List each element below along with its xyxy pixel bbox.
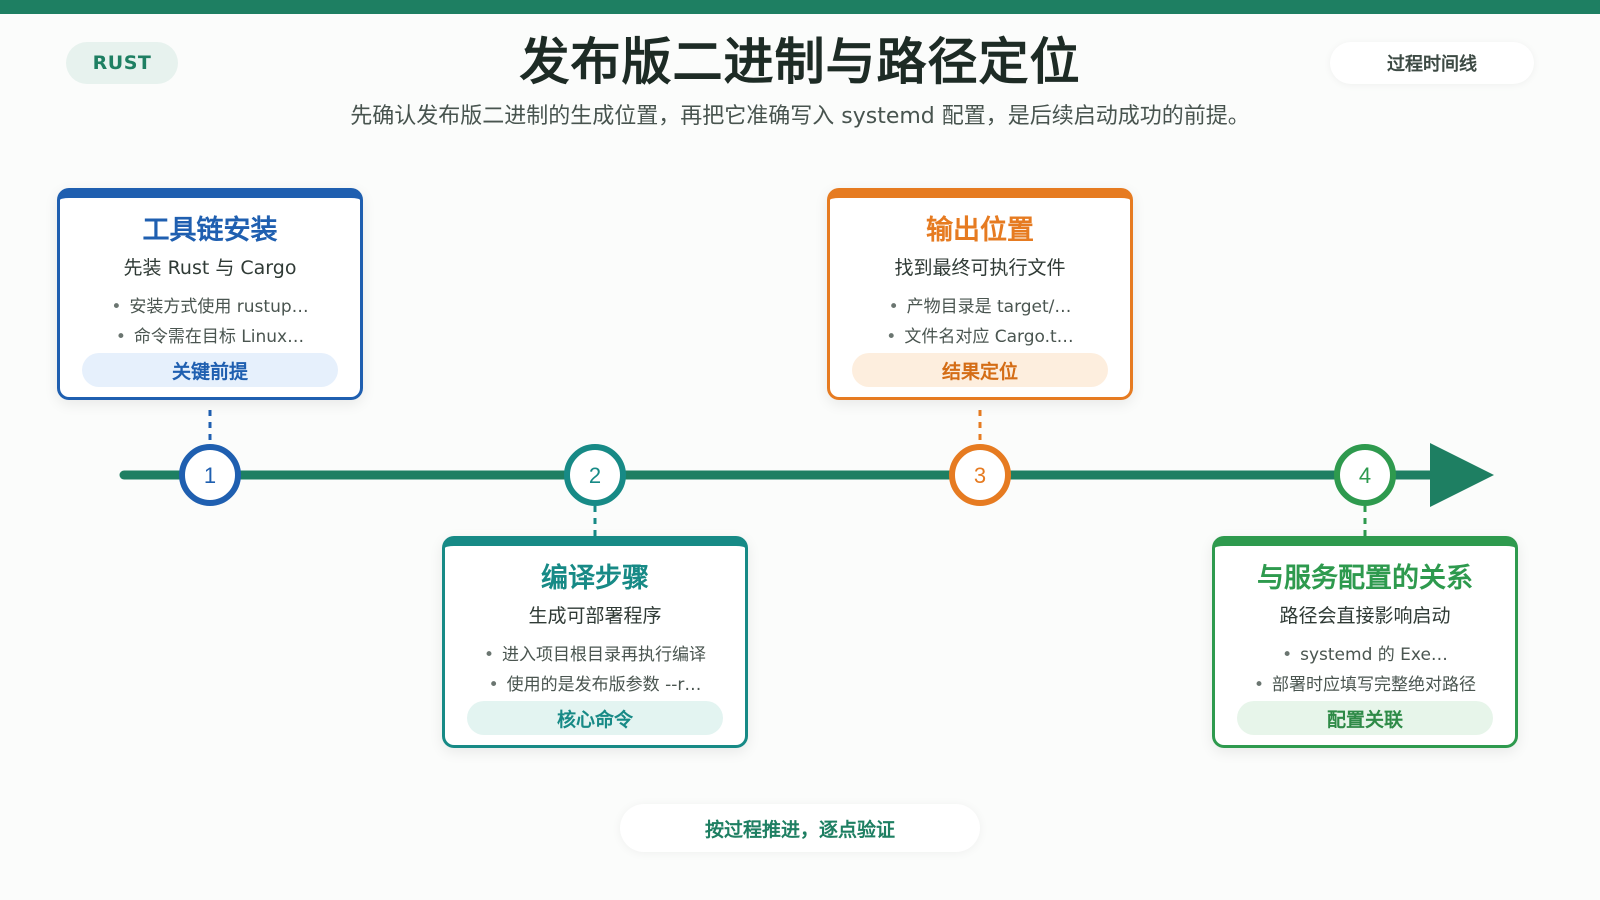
- step-title: 编译步骤: [541, 563, 649, 594]
- step-subtitle: 生成可部署程序: [528, 605, 662, 627]
- step-number-2: 2: [589, 463, 601, 488]
- footer-note: 按过程推进，逐点验证: [620, 804, 980, 852]
- bullet-dot-icon: •: [488, 675, 499, 695]
- list-item: •命令需在目标 Linux…: [60, 322, 360, 352]
- step-node-1: 1: [179, 444, 241, 506]
- step-number-4: 4: [1359, 463, 1371, 488]
- timeline-arrow-head: [1430, 443, 1494, 507]
- top-accent-bar: [0, 0, 1600, 14]
- bullet-dot-icon: •: [111, 297, 122, 317]
- step-title: 工具链安装: [142, 215, 278, 246]
- step-tag: 结果定位: [852, 353, 1108, 387]
- list-item: •systemd 的 Exe…: [1215, 640, 1515, 670]
- step-title: 与服务配置的关系: [1257, 563, 1473, 594]
- page-subtitle: 先确认发布版二进制的生成位置，再把它准确写入 systemd 配置，是后续启动成…: [350, 104, 1250, 129]
- step-bullets: •安装方式使用 rustup… •命令需在目标 Linux…: [60, 292, 360, 352]
- list-item: •文件名对应 Cargo.t…: [830, 322, 1130, 352]
- bullet-dot-icon: •: [886, 327, 897, 347]
- step-bullets: •进入项目根目录再执行编译 •使用的是发布版参数 --r…: [445, 640, 745, 700]
- step-bullets: •systemd 的 Exe… •部署时应填写完整绝对路径: [1215, 640, 1515, 700]
- step-tag: 关键前提: [82, 353, 338, 387]
- topic-tag: RUST: [66, 42, 178, 84]
- list-item: •使用的是发布版参数 --r…: [445, 670, 745, 700]
- step-card-3: 输出位置 找到最终可执行文件 •产物目录是 target/… •文件名对应 Ca…: [827, 188, 1133, 400]
- view-label: 过程时间线: [1330, 42, 1534, 84]
- step-title: 输出位置: [926, 215, 1034, 246]
- step-subtitle: 路径会直接影响启动: [1279, 605, 1451, 627]
- step-node-2: 2: [564, 444, 626, 506]
- page-title: 发布版二进制与路径定位: [519, 33, 1081, 91]
- list-item: •部署时应填写完整绝对路径: [1215, 670, 1515, 700]
- step-bullets: •产物目录是 target/… •文件名对应 Cargo.t…: [830, 292, 1130, 352]
- step-node-3: 3: [949, 444, 1011, 506]
- bullet-dot-icon: •: [483, 645, 495, 665]
- bullet-dot-icon: •: [1282, 645, 1293, 665]
- step-card-1: 工具链安装 先装 Rust 与 Cargo •安装方式使用 rustup… •命…: [57, 188, 363, 400]
- bullet-dot-icon: •: [1253, 675, 1265, 695]
- step-card-4: 与服务配置的关系 路径会直接影响启动 •systemd 的 Exe… •部署时应…: [1212, 536, 1518, 748]
- step-tag: 核心命令: [467, 701, 723, 735]
- step-number-3: 3: [974, 463, 986, 488]
- step-subtitle: 先装 Rust 与 Cargo: [123, 257, 297, 279]
- step-card-2: 编译步骤 生成可部署程序 •进入项目根目录再执行编译 •使用的是发布版参数 --…: [442, 536, 748, 748]
- step-node-4: 4: [1334, 444, 1396, 506]
- step-subtitle: 找到最终可执行文件: [894, 257, 1066, 279]
- list-item: •进入项目根目录再执行编译: [445, 640, 745, 670]
- step-number-1: 1: [204, 463, 216, 488]
- bullet-dot-icon: •: [888, 297, 899, 317]
- step-tag: 配置关联: [1237, 701, 1493, 735]
- bullet-dot-icon: •: [115, 327, 126, 347]
- list-item: •产物目录是 target/…: [830, 292, 1130, 322]
- list-item: •安装方式使用 rustup…: [60, 292, 360, 322]
